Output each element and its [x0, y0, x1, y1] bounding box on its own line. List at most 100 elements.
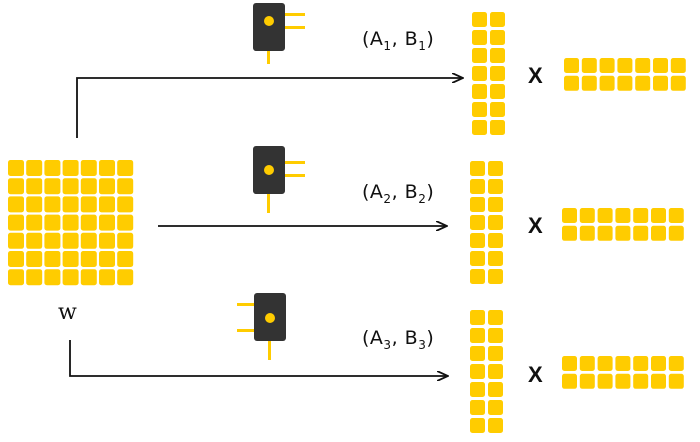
- adapter-2-column-cell: [488, 233, 503, 248]
- adapter-1-row-cell: [599, 58, 615, 73]
- adapter-2-column-cell: [470, 233, 485, 248]
- adapter-3-row-cell: [579, 373, 595, 389]
- adapter-2-column-cell: [488, 197, 503, 212]
- weight-matrix-cell: [44, 232, 61, 249]
- weight-matrix-label: w: [58, 300, 77, 325]
- adapter-3-row-cell: [633, 373, 649, 389]
- weight-matrix-cell: [80, 178, 97, 195]
- adapter-2-row-cell: [633, 225, 649, 241]
- adapter-3-column-vector: [470, 310, 503, 433]
- adapter-2-column-cell: [488, 179, 503, 194]
- adapter-3-row-cell: [615, 356, 631, 371]
- adapter-1-row-cell: [617, 58, 633, 73]
- adapter-1-row-cell: [670, 75, 686, 91]
- adapter-2-row-cell: [597, 208, 613, 223]
- adapter-1-row-cell: [564, 75, 579, 91]
- adapter-2-row-cell: [651, 208, 666, 223]
- adapter-3-pair-label: (A3, B3): [362, 327, 435, 352]
- adapter-1-row-cell: [581, 75, 597, 91]
- weight-matrix-cell: [44, 214, 61, 231]
- adapter-3-row-cell: [668, 356, 684, 371]
- adapter-2-column-cell: [488, 161, 503, 176]
- adapter-2-row-cell: [615, 225, 631, 241]
- weight-matrix-cell: [44, 196, 61, 213]
- weight-matrix-cell: [26, 214, 43, 231]
- weight-matrix-cell: [26, 232, 43, 249]
- weight-matrix-cell: [99, 160, 115, 176]
- weight-matrix-cell: [62, 178, 79, 195]
- weight-matrix-cell: [80, 214, 97, 231]
- weight-matrix-cell: [117, 160, 134, 176]
- adapter-2-column-cell: [488, 251, 503, 266]
- adapter-3-row-cell: [562, 356, 577, 371]
- weight-matrix-cell: [62, 196, 79, 213]
- adapter-1-column-vector: [472, 12, 505, 135]
- adapter-1-column-cell: [490, 84, 505, 99]
- adapter-2-column-cell: [470, 197, 485, 212]
- adapter-3-column-cell: [488, 328, 503, 343]
- adapter-2-column-cell: [470, 251, 485, 266]
- adapter-1-row-vector: [564, 58, 686, 91]
- weight-matrix-cell: [62, 214, 79, 231]
- adapter-3-row-cell: [651, 356, 666, 371]
- adapter-1-column-cell: [472, 48, 487, 63]
- adapter-2-row-cell: [651, 225, 666, 241]
- adapter-1-pair-label: (A1, B1): [362, 28, 435, 53]
- adapter-1-column-cell: [490, 48, 505, 63]
- weight-matrix-cell: [8, 196, 24, 213]
- weight-matrix-cell: [80, 269, 97, 286]
- adapter-1-column-cell: [472, 84, 487, 99]
- adapter-2-row-cell: [579, 208, 595, 223]
- weight-matrix-cell: [8, 178, 24, 195]
- weight-matrix-cell: [99, 196, 115, 213]
- adapter-3-column-cell: [488, 418, 503, 433]
- weight-matrix-cell: [44, 178, 61, 195]
- adapter-1-column-cell: [490, 102, 505, 117]
- adapter-3-row-cell: [615, 373, 631, 389]
- weight-matrix-cell: [117, 269, 134, 286]
- adapter-1-column-cell: [472, 12, 487, 27]
- adapter-3-column-cell: [488, 346, 503, 361]
- adapter-1-column-cell: [490, 66, 505, 81]
- adapter-1-column-cell: [472, 120, 487, 135]
- weight-matrix-cell: [26, 269, 43, 286]
- adapter-1-column-cell: [490, 12, 505, 27]
- weight-matrix-cell: [26, 196, 43, 213]
- switch-3-icon: [237, 293, 286, 360]
- adapter-2-row-cell: [615, 208, 631, 223]
- adapter-1-column-cell: [472, 102, 487, 117]
- weight-matrix-cell: [26, 178, 43, 195]
- adapter-2-row-cell: [562, 208, 577, 223]
- adapter-3-column-cell: [470, 382, 485, 397]
- adapter-3-column-cell: [470, 310, 485, 325]
- adapter-3-row-cell: [597, 356, 613, 371]
- adapter-2-row-cell: [597, 225, 613, 241]
- weight-matrix-cell: [99, 178, 115, 195]
- adapter-2-row-cell: [579, 225, 595, 241]
- weight-matrix-cell: [99, 269, 115, 286]
- weight-matrix-cell: [8, 232, 24, 249]
- switch-2-icon: [253, 146, 305, 213]
- adapter-1-column-cell: [490, 30, 505, 45]
- weight-matrix-cell: [8, 214, 24, 231]
- adapter-1-row-cell: [564, 58, 579, 73]
- arrow-to-adapter-1: [76, 78, 462, 138]
- adapter-2-pair-label: (A2, B2): [362, 181, 435, 206]
- weight-matrix-cell: [26, 160, 43, 176]
- weight-matrix-cell: [117, 214, 134, 231]
- weight-matrix-cell: [62, 160, 79, 176]
- weight-matrix-cell: [8, 160, 24, 176]
- weight-matrix-cell: [80, 160, 97, 176]
- adapter-2-row-vector: [562, 208, 684, 241]
- adapter-3-row-cell: [668, 373, 684, 389]
- adapter-1-row-cell: [617, 75, 633, 91]
- adapter-3-row-cell: [579, 356, 595, 371]
- switch-1-icon: [253, 3, 305, 64]
- adapter-2-row-cell: [633, 208, 649, 223]
- weight-matrix-cell: [62, 232, 79, 249]
- weight-matrix-grid: [8, 160, 134, 286]
- weight-matrix-cell: [117, 232, 134, 249]
- adapter-3-column-cell: [470, 328, 485, 343]
- adapter-3-row-cell: [562, 373, 577, 389]
